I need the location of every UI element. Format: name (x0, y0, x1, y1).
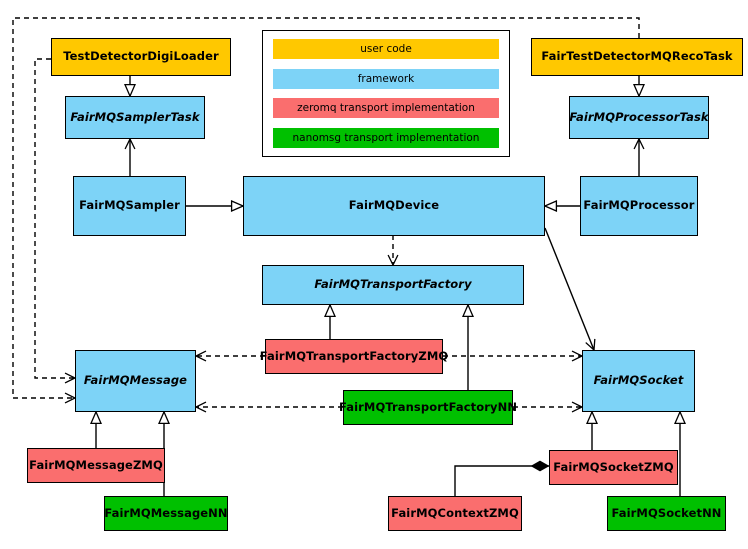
class-box-test-detector-digi-loader[interactable]: TestDetectorDigiLoader (51, 38, 231, 76)
class-box-fairmq-transport-factory-zmq[interactable]: FairMQTransportFactoryZMQ (260, 339, 448, 374)
class-label-fairmq-sampler-task: FairMQSamplerTask (70, 109, 200, 124)
class-label-fairmq-sampler: FairMQSampler (79, 198, 180, 213)
class-label-fair-test-detector-mq-reco-task: FairTestDetectorMQRecoTask (541, 49, 733, 64)
class-box-fairmq-message-zmq[interactable]: FairMQMessageZMQ (27, 448, 165, 483)
class-box-fairmq-socket-zmq[interactable]: FairMQSocketZMQ (549, 450, 678, 485)
class-box-fairmq-sampler[interactable]: FairMQSampler (73, 176, 186, 236)
class-label-fairmq-processor: FairMQProcessor (583, 198, 695, 213)
legend-item-nanomsg: nanomsg transport implementation (273, 127, 499, 148)
class-box-fair-test-detector-mq-reco-task[interactable]: FairTestDetectorMQRecoTask (531, 38, 743, 76)
class-box-fairmq-transport-factory-nn[interactable]: FairMQTransportFactoryNN (339, 390, 517, 425)
legend-label-framework: framework (357, 72, 415, 85)
class-box-fairmq-processor[interactable]: FairMQProcessor (580, 176, 698, 236)
legend-label-user-code: user code (360, 43, 412, 55)
legend-item-user-code: user code (273, 39, 499, 59)
class-label-fairmq-device: FairMQDevice (348, 198, 440, 213)
class-box-fairmq-context-zmq[interactable]: FairMQContextZMQ (388, 496, 522, 531)
class-box-fairmq-transport-factory[interactable]: FairMQTransportFactory (262, 265, 524, 305)
legend-label-zeromq: zeromq transport implementation (297, 102, 475, 115)
edge-contextzmq-socketzmq (454, 466, 549, 496)
class-box-fairmq-device[interactable]: FairMQDevice (243, 176, 545, 236)
class-box-fairmq-message-nn[interactable]: FairMQMessageNN (104, 496, 228, 531)
class-label-fairmq-message-nn: FairMQMessageNN (104, 505, 228, 520)
class-box-fairmq-socket-nn[interactable]: FairMQSocketNN (607, 496, 726, 531)
legend-item-zeromq: zeromq transport implementation (273, 98, 499, 119)
class-label-fairmq-message-zmq: FairMQMessageZMQ (29, 457, 163, 472)
class-label-fairmq-processor-task: FairMQProcessorTask (569, 109, 709, 124)
class-label-fairmq-transport-factory-nn: FairMQTransportFactoryNN (338, 399, 518, 414)
class-box-fairmq-message[interactable]: FairMQMessage (75, 350, 196, 412)
class-label-fairmq-message: FairMQMessage (83, 373, 188, 388)
legend-panel: user code framework zeromq transport imp… (262, 30, 510, 157)
class-label-fairmq-socket: FairMQSocket (593, 373, 684, 388)
legend-item-framework: framework (273, 68, 499, 89)
class-box-fairmq-socket[interactable]: FairMQSocket (582, 350, 695, 412)
legend-label-nanomsg: nanomsg transport implementation (292, 131, 480, 144)
class-label-fairmq-transport-factory-zmq: FairMQTransportFactoryZMQ (259, 348, 449, 363)
class-label-fairmq-context-zmq: FairMQContextZMQ (391, 505, 519, 520)
class-label-fairmq-socket-nn: FairMQSocketNN (611, 505, 722, 520)
edge-device-socket (544, 227, 596, 352)
class-box-fairmq-sampler-task[interactable]: FairMQSamplerTask (65, 96, 205, 139)
class-label-fairmq-transport-factory: FairMQTransportFactory (314, 277, 472, 292)
class-label-fairmq-socket-zmq: FairMQSocketZMQ (553, 459, 674, 474)
class-label-test-detector-digi-loader: TestDetectorDigiLoader (63, 49, 219, 64)
class-box-fairmq-processor-task[interactable]: FairMQProcessorTask (569, 96, 709, 139)
